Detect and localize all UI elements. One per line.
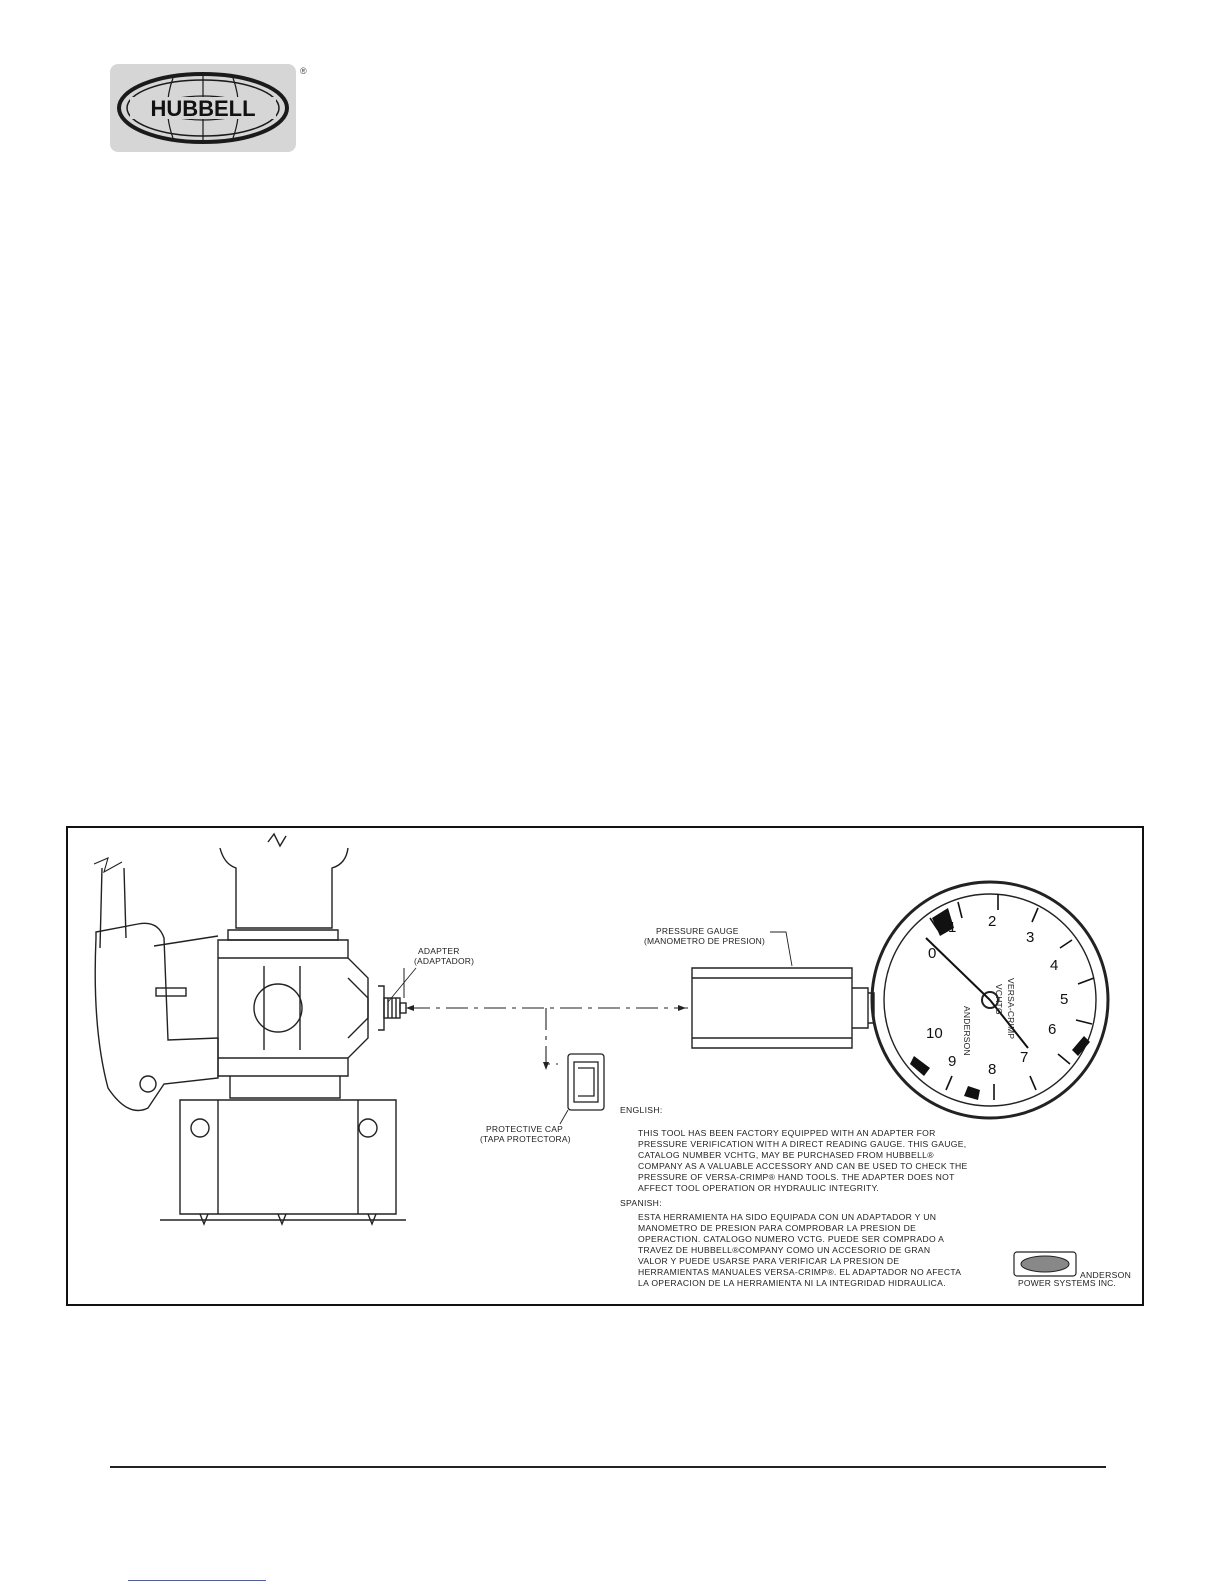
footer-divider [110,1466,1106,1468]
english-line: THIS TOOL HAS BEEN FACTORY EQUIPPED WITH… [638,1128,936,1138]
gauge-number: 4 [1050,957,1058,974]
english-line: PRESSURE VERIFICATION WITH A DIRECT READ… [638,1139,967,1149]
adapter-label-es: (ADAPTADOR) [414,956,474,966]
gauge-maker: ANDERSON [962,1006,972,1056]
cap-label-en: PROTECTIVE CAP [486,1124,563,1134]
gauge-model: VCHTG [994,984,1004,1015]
english-line: CATALOG NUMBER VCHTG, MAY BE PURCHASED F… [638,1150,934,1160]
spanish-line: VALOR Y PUEDE USARSE PARA VERIFICAR LA P… [638,1256,899,1266]
pressure-gauge-diagram: 0 1 2 3 4 5 6 7 8 9 10 VERSA-CRIMP VCHTG… [66,826,1144,1306]
gauge-dial-numbers: 0 1 2 3 4 5 6 7 8 9 10 [926,913,1068,1078]
english-heading: ENGLISH: [620,1105,663,1115]
adapter-label-en: ADAPTER [418,946,460,956]
hubbell-logo: HUBBELL [110,64,296,152]
gauge-number: 2 [988,913,996,930]
cap-label-es: (TAPA PROTECTORA) [480,1134,571,1144]
gauge-number: 9 [948,1053,956,1070]
logo-text: HUBBELL [150,96,255,121]
registered-mark: ® [300,66,307,76]
spanish-line: LA OPERACION DE LA HERRAMIENTA NI LA INT… [638,1278,946,1288]
spanish-line: ESTA HERRAMIENTA HA SIDO EQUIPADA CON UN… [638,1212,936,1222]
anderson-name: ANDERSON [1080,1270,1131,1280]
spanish-line: HERRAMIENTAS MANUALES VERSA-CRIMP®. EL A… [638,1267,961,1277]
gauge-number: 0 [928,945,936,962]
anderson-logo: ANDERSON POWER SYSTEMS INC. [1013,1251,1131,1288]
gauge-brand: VERSA-CRIMP [1006,978,1016,1039]
gauge-number: 7 [1020,1049,1028,1066]
spanish-line: MANOMETRO DE PRESION PARA COMPROBAR LA P… [638,1223,916,1233]
english-line: AFFECT TOOL OPERATION OR HYDRAULIC INTEG… [638,1183,879,1193]
gauge-label-en: PRESSURE GAUGE [656,926,739,936]
spanish-line: TRAVEZ DE HUBBELL®COMPANY COMO UN ACCESO… [638,1245,930,1255]
spanish-line: OPERACTION. CATALOGO NUMERO VCTG. PUEDE … [638,1234,944,1244]
gauge-number: 5 [1060,991,1068,1008]
spanish-heading: SPANISH: [620,1198,662,1208]
anderson-sub: POWER SYSTEMS INC. [1018,1278,1116,1288]
gauge-number: 10 [926,1025,943,1042]
gauge-number: 3 [1026,929,1034,946]
english-line: COMPANY AS A VALUABLE ACCESSORY AND CAN … [638,1161,968,1171]
gauge-label-es: (MANOMETRO DE PRESION) [644,936,765,946]
gauge-number: 6 [1048,1021,1056,1038]
bottom-link-underline [128,1580,266,1581]
gauge-number: 1 [948,919,956,936]
gauge-number: 8 [988,1061,996,1078]
english-line: PRESSURE OF VERSA-CRIMP® HAND TOOLS. THE… [638,1172,955,1182]
